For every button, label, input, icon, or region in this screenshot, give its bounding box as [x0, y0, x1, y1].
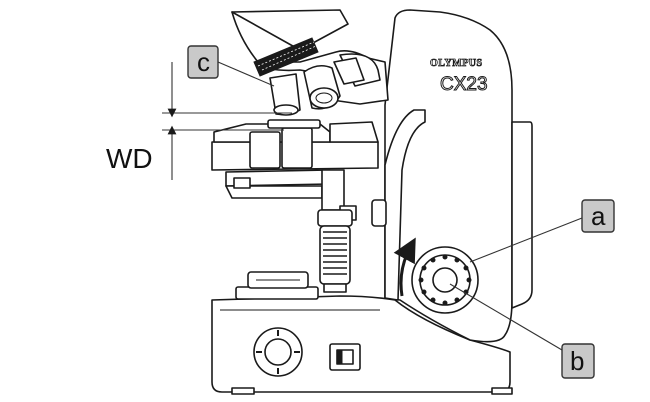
- objective-lens-c: [269, 73, 301, 116]
- stage: [211, 119, 379, 171]
- callout-c: c: [187, 45, 275, 87]
- callout-a-text: a: [591, 201, 606, 231]
- callout-a: a: [469, 199, 615, 263]
- model-name: CX23: [440, 74, 488, 95]
- wd-label: WD: [106, 143, 153, 174]
- brand-name: OLYMPUS: [430, 58, 483, 69]
- callout-b: b: [449, 283, 595, 379]
- objective-lens-2: [303, 64, 341, 110]
- eyepiece-knurl: [253, 37, 319, 77]
- focus-knob[interactable]: [411, 246, 479, 314]
- brightness-dial[interactable]: [253, 327, 303, 377]
- power-switch[interactable]: [329, 343, 361, 371]
- rear-panel: [511, 121, 533, 309]
- callout-c-text: c: [197, 47, 210, 77]
- callout-b-text: b: [570, 346, 584, 376]
- objective-lens-3: [333, 57, 365, 85]
- working-distance-dimension: WD: [106, 62, 292, 180]
- stage-lock: [371, 199, 387, 227]
- fine-focus-knob: [432, 267, 458, 293]
- brand-plate: OLYMPUS CX23: [430, 58, 488, 96]
- stage-movement-knob: [317, 209, 353, 293]
- rotation-arrow: [393, 237, 416, 297]
- condenser: [225, 169, 331, 199]
- light-source-housing: [235, 271, 319, 300]
